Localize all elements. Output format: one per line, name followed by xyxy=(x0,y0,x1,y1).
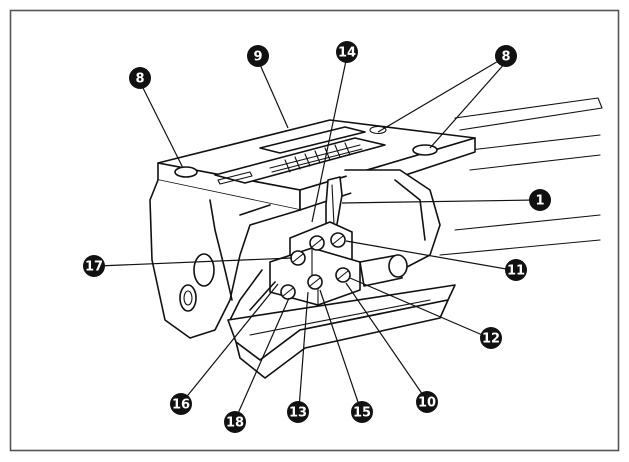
callout-label: 18 xyxy=(226,416,244,431)
callout-1: 1 xyxy=(529,189,551,211)
callout-label: 16 xyxy=(172,398,190,413)
callout-12: 12 xyxy=(480,327,502,349)
callout-label: 14 xyxy=(338,46,356,61)
callout-label: 17 xyxy=(85,260,103,275)
callout-14: 14 xyxy=(336,41,358,63)
callout-8-left: 8 xyxy=(129,67,151,89)
callout-label: 8 xyxy=(501,50,510,65)
plate-slots xyxy=(217,142,363,185)
callout-label: 1 xyxy=(535,194,544,209)
callout-16: 16 xyxy=(170,393,192,415)
leader-lines xyxy=(97,55,537,419)
callout-markers: 8 9 14 8 1 17 11 12 xyxy=(83,41,551,433)
callout-label: 9 xyxy=(253,50,262,65)
callout-15: 15 xyxy=(351,401,373,423)
callout-17: 17 xyxy=(83,255,105,277)
callout-label: 15 xyxy=(353,406,371,421)
screw-upper-row xyxy=(290,232,346,266)
callout-label: 12 xyxy=(482,332,500,347)
callout-label: 11 xyxy=(507,264,525,279)
callout-label: 13 xyxy=(289,406,307,421)
callout-10: 10 xyxy=(416,391,438,413)
callout-label: 10 xyxy=(418,396,436,411)
callout-13: 13 xyxy=(287,401,309,423)
callout-11: 11 xyxy=(505,259,527,281)
callout-9: 9 xyxy=(247,45,269,67)
callout-label: 8 xyxy=(135,72,144,87)
callout-18: 18 xyxy=(224,411,246,433)
screw-lower-row xyxy=(280,267,351,300)
callout-8-right: 8 xyxy=(495,45,517,67)
mechanism-illustration xyxy=(149,97,603,379)
